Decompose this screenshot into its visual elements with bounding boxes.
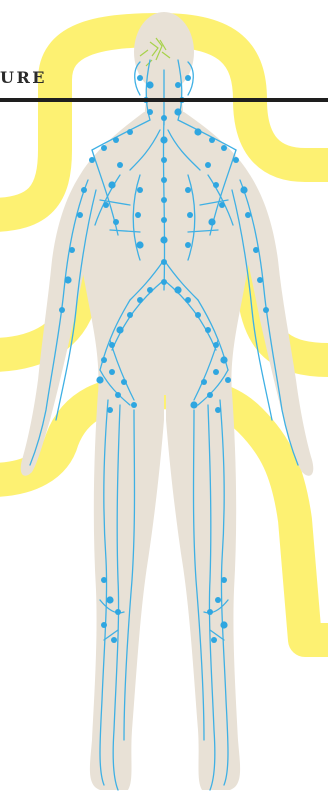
lymph-node: [185, 242, 191, 248]
lymph-node: [215, 407, 221, 413]
lymph-node: [161, 217, 167, 223]
lymph-node: [103, 202, 109, 208]
lymph-node: [161, 259, 167, 265]
lymph-node: [109, 342, 115, 348]
lymph-node: [109, 369, 115, 375]
lymph-node: [127, 129, 133, 135]
lymph-node: [195, 312, 201, 318]
lymph-node: [221, 145, 227, 151]
lymph-node: [225, 377, 231, 383]
lymph-node: [117, 162, 123, 168]
lymph-node: [69, 247, 75, 253]
lymph-node: [161, 157, 167, 163]
lymph-node: [77, 212, 83, 218]
lymph-node: [161, 177, 167, 183]
lymph-node: [174, 108, 181, 115]
lymph-node: [106, 596, 113, 603]
ribbon-lower: [0, 392, 328, 640]
header-rule: [0, 98, 328, 102]
lymph-node: [113, 137, 119, 143]
lymph-node: [185, 187, 191, 193]
lymph-node: [127, 312, 133, 318]
lymph-node: [215, 597, 221, 603]
lymph-node: [213, 369, 219, 375]
lymph-node: [187, 212, 193, 218]
lymph-node: [115, 392, 121, 398]
lymph-node: [64, 276, 71, 283]
lymph-node: [116, 326, 123, 333]
lymph-node: [245, 212, 251, 218]
lymph-node: [113, 219, 119, 225]
lymph-node: [185, 297, 191, 303]
lymph-node: [175, 82, 181, 88]
lymph-node: [121, 379, 127, 385]
lymph-node: [207, 392, 213, 398]
lymph-node: [161, 115, 167, 121]
lymph-node: [219, 202, 225, 208]
lymph-node: [201, 379, 207, 385]
lymph-node: [160, 136, 167, 143]
right-leg: [166, 392, 240, 790]
lymph-node: [263, 307, 269, 313]
lymph-node: [146, 81, 153, 88]
lymph-node: [221, 577, 227, 583]
lymph-node: [240, 186, 247, 193]
lymph-node: [220, 356, 227, 363]
lymph-node: [137, 75, 143, 81]
lymph-node: [190, 401, 197, 408]
lymph-node: [108, 181, 115, 188]
lymph-node: [185, 75, 191, 81]
lymph-node: [115, 609, 121, 615]
lymph-node: [211, 637, 217, 643]
lymph-node: [101, 357, 107, 363]
lymph-node: [101, 622, 107, 628]
lymph-node: [174, 286, 181, 293]
lymph-node: [96, 376, 103, 383]
lymph-node: [207, 609, 213, 615]
lymph-node: [161, 279, 167, 285]
lymph-node: [194, 128, 201, 135]
lymph-node: [101, 577, 107, 583]
lymph-node: [59, 307, 65, 313]
lymph-node: [253, 247, 259, 253]
lymph-node: [111, 637, 117, 643]
lymph-node: [135, 212, 141, 218]
lymph-node: [137, 297, 143, 303]
lymph-node: [137, 187, 143, 193]
lymph-node: [136, 241, 143, 248]
lymph-node: [233, 157, 239, 163]
header-title-fragment: URE: [0, 68, 47, 87]
lymph-node: [257, 277, 263, 283]
lymph-node: [208, 218, 215, 225]
lymph-node: [147, 287, 153, 293]
lymph-node: [205, 327, 211, 333]
lymph-node: [81, 187, 87, 193]
lymph-node: [101, 145, 107, 151]
lymph-node: [213, 182, 219, 188]
lymph-node: [213, 342, 219, 348]
lymph-node: [107, 407, 113, 413]
lymph-node: [89, 157, 95, 163]
lymph-node: [220, 621, 227, 628]
lymph-node: [131, 402, 137, 408]
lymph-node: [147, 109, 153, 115]
lymph-node: [160, 236, 167, 243]
lymph-node: [161, 197, 167, 203]
lymph-node: [209, 137, 215, 143]
lymph-node: [205, 162, 211, 168]
